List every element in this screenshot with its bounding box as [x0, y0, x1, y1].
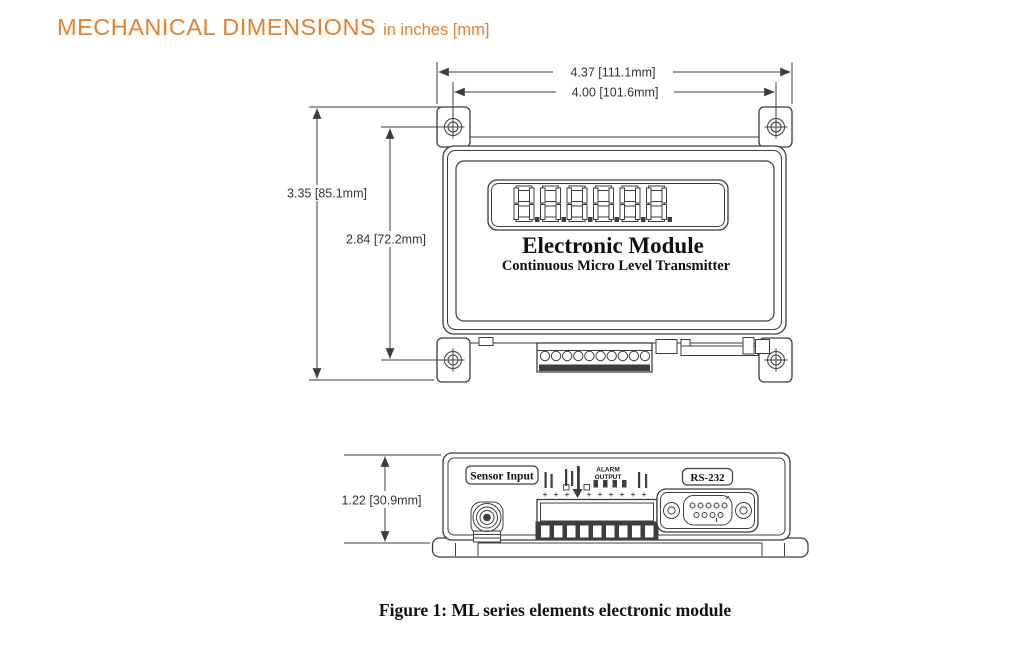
dim-depth: 1.22 [30.9mm]: [342, 494, 422, 508]
alarm-label-line1: ALARM: [596, 467, 619, 474]
dim-height-outer: 3.35 [85.1mm]: [287, 187, 367, 201]
figure-caption: Figure 1: ML series elements electronic …: [378, 600, 732, 620]
section-title-text: MECHANICAL DIMENSIONS: [57, 14, 377, 40]
terminal-block-front: [536, 342, 653, 373]
sensor-input-labelbox: [465, 465, 539, 485]
front-view: Electronic Module Continuous Micro Level…: [436, 106, 793, 383]
section-title: MECHANICAL DIMENSIONS in inches [mm]: [57, 14, 489, 41]
module-subtitle: Continuous Micro Level Transmitter: [502, 258, 731, 274]
dim-height-mounting: 2.84 [72.2mm]: [346, 233, 426, 247]
pin-labels: ALARM OUTPUT: [543, 466, 648, 498]
rs232-labelbox: [681, 467, 734, 486]
terminal-block-bottom: [535, 498, 659, 541]
bottom-view: Sensor Input: [431, 452, 809, 558]
module-face: [455, 160, 775, 322]
module-name: Electronic Module: [522, 233, 704, 258]
db9-connector: [656, 488, 759, 533]
rs232-label: RS-232: [690, 472, 725, 484]
dimension-annotations: 4.37 [111.1mm] 4.00 [101.6mm] 3.35 [85.1…: [281, 62, 793, 544]
dim-width-mounting: 4.00 [101.6mm]: [572, 86, 659, 100]
section-title-units: in inches [mm]: [383, 21, 490, 39]
seven-segment-display: [487, 179, 729, 231]
sensor-input-label: Sensor Input: [470, 471, 534, 483]
alarm-label-line2: OUTPUT: [595, 474, 622, 481]
rear-connector-edge: [478, 337, 770, 356]
dim-width-outer: 4.37 [111.1mm]: [571, 66, 656, 80]
sensor-connector: [470, 501, 504, 543]
